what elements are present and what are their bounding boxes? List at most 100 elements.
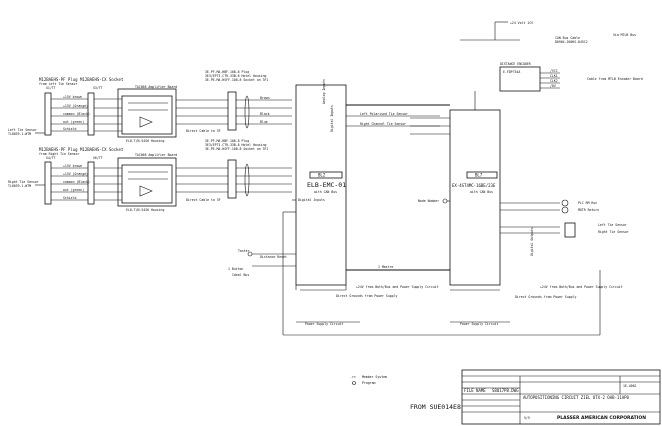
bl2-box [295,84,347,286]
motr-return-lamp-icon [561,206,569,214]
company-name: PLASSER AMERICAN CORPORATION [557,415,646,421]
terminal-label: Ideal Bus [232,273,249,277]
bl7-out-right: Right Tie Sensor [598,230,629,234]
bl7-part: EX-4ST4MC-16BE/23E [452,183,496,188]
file-name-value: S8017PB.DWG [492,388,519,393]
left-pin-1: +15V brown [63,95,82,99]
taster-label: Taster [238,249,250,253]
encoder-group: +24 Volt 1CV CAN Bus Cable D0904-200HS-D… [460,21,643,110]
top-wire-black: Black [260,112,270,116]
bl7-power-from: +24V from Both/Bus and Power Supply Circ… [540,285,623,289]
left-sensor-plug-sub: from Left Tie Sensor [39,82,77,86]
bl7-out-left: Left Tie Sensor [598,223,627,227]
bl2-digital-label: Digital Inputs [330,105,334,132]
left-amp-triangle-icon [139,116,153,128]
left-socket-connector [87,92,95,136]
encoder-box [499,66,541,92]
bl7-power-supply: Power Supply Circuit [460,322,498,326]
bl2-signal-right: Right Channel Tie Sensor [360,122,406,126]
can-bus-cable: CAN Bus Cable [555,36,580,40]
left-sensor-group: M12BAEHS-PF Plug from Left Tie Sensor X1… [8,77,228,143]
bl2-signal-left: Left Polarised Tie Sensor [360,112,408,116]
left-pin-3: common (Black) [63,112,90,116]
encoder-title: DISTANCE ENCODER [500,62,531,66]
right-pin-2: +15V (Orange) [63,172,88,176]
encoder-out-3: CLK2 [550,79,558,83]
left-sensor-socket-ref: X3/TT [93,86,103,90]
left-amp-inner [121,95,173,135]
bl2-digital-inputs: Digital Inputs [298,198,325,202]
right-amp-housing: EL8-T/N-S4S6 Housing [126,208,164,212]
bl7-node-number: Node Number [418,199,439,203]
left-direct-cable: Direct Cable to 3F [186,129,221,133]
left-sensor-plug-ref: X1/TT [46,86,56,90]
bl7-direct-grounds: Direct Grounds from Power Supply [515,295,576,299]
left-sensor-label: Left Tie Sensor [8,128,37,132]
right-amp-triangle-icon [139,185,153,197]
left-amp-title: TAC066 Amplifier Board [135,85,177,89]
right-amp-inner [121,164,173,204]
right-sensor-socket-label: M12BAEHS-CX Socket [80,147,124,152]
top-wire-brown: Brown [260,96,270,100]
encoder-part: E-FDP734A [503,70,520,74]
right-sensor-plug-label: M12BAEHS-PF Plug [39,147,78,152]
bottom-plug-line-3: 3E-PE-MA-HSFF-108-8 Socket on 3F1 [205,147,268,151]
bottom-plug-line-2: 3E3/EP73-CTR-33B-8 Hotel Housing [205,143,266,147]
right-direct-cable: Direct Cable to 3F [186,198,221,202]
left-pin-2: +15V (Orange) [63,104,88,108]
bl2-power-from: +24V from Both/Bus and Power Supply Circ… [356,285,439,289]
encoder-net: +24 Volt 1CV [510,21,533,25]
right-sensor-label: Right Tie Sensor [8,180,39,184]
right-plug-connector [44,161,52,205]
right-pin-3: common (Black) [63,180,90,184]
bl7-module: BL7 EX-4ST4MC-16BE/23E with CAN Bus Digi… [418,109,629,326]
top-plug-line-3: 3E-PE-MA-HSFF-108-8 Socket on 3F1 [205,78,268,82]
drawing-description: AUTOPOSITIONING CIRCUIT ZIEL OTX-2 OAB-1… [523,395,630,400]
right-sensor-part: TL0039-1-WTM [8,184,31,188]
encoder-out-4: /0V [550,84,556,88]
title-block: FILE NAME S8017PB.DWG AUTOPOSITIONING CI… [461,369,661,425]
right-socket-connector [87,161,95,205]
plc-run-lamp-icon [561,199,569,207]
toggle-label: 1 Button [228,267,243,271]
sheet-number: 5/5 [524,416,530,420]
top-plug-line-2: 3E3/EP73-CTR-33B-8 Hotel Housing [205,74,266,78]
bl7-out-plc: PLC RM Run [578,201,597,205]
bl2-analog-label: Analog Inputs [322,79,326,104]
bl7-relay [564,222,576,238]
left-sensor-part: TL0039-1-WTM [8,132,31,136]
cable-ref-label: 1 Mastre [378,265,393,269]
top-plug-housing [227,91,237,131]
footer-source: FROM SUE014E8 [410,403,461,411]
bl2-part: ELB-EMC-01 [307,181,346,189]
bl7-sub: with CAN Bus [470,190,493,194]
left-pin-4: out (green) [63,120,84,124]
left-plug-connector [44,92,52,136]
left-amp-housing: EL8-T/N-S4S6 Housing [126,139,164,143]
bl2-title: BL2 [318,173,326,178]
encoder-out-1: /VCC [550,69,558,73]
legend-symbol-1: ->> [350,375,356,379]
right-pin-5: Schield [63,196,77,200]
bl2-direct-grounds: Direct Grounds from Power Supply [336,294,397,298]
bottom-plug-housing [227,159,237,199]
drawing-number: 1E-4062 [623,384,637,388]
bl2-sub: with CAN Bus [314,190,337,194]
right-pin-4: out (green) [63,188,84,192]
legend-circle-icon [352,381,356,385]
can-bus-wm: Via MTLB Bus [613,33,636,37]
top-plug-line-1: 3E-PF-MA-HBF-108-8 Plug [205,70,249,74]
taster-switch-icon[interactable] [247,251,253,257]
legend-label-2: Program [362,381,376,385]
right-sensor-plug-sub: from Right Tie Sensor [39,152,79,156]
right-pin-1: +15V brown [63,164,82,168]
right-sensor-plug-ref: X4/TT [46,156,56,160]
top-wire-blue: Blue [260,120,268,124]
distance-reset-label: Distance Reset [260,255,287,259]
bl2-title-box [309,171,343,179]
encoder-note: Cable from MTLB Encoder Board [587,77,643,81]
bl7-digital-outputs: Digital Outputs [530,227,534,256]
left-sensor-socket-label: M12BAEHS-CX Socket [80,77,124,82]
bl2-power-supply: Power Supply Circuit [305,322,343,326]
